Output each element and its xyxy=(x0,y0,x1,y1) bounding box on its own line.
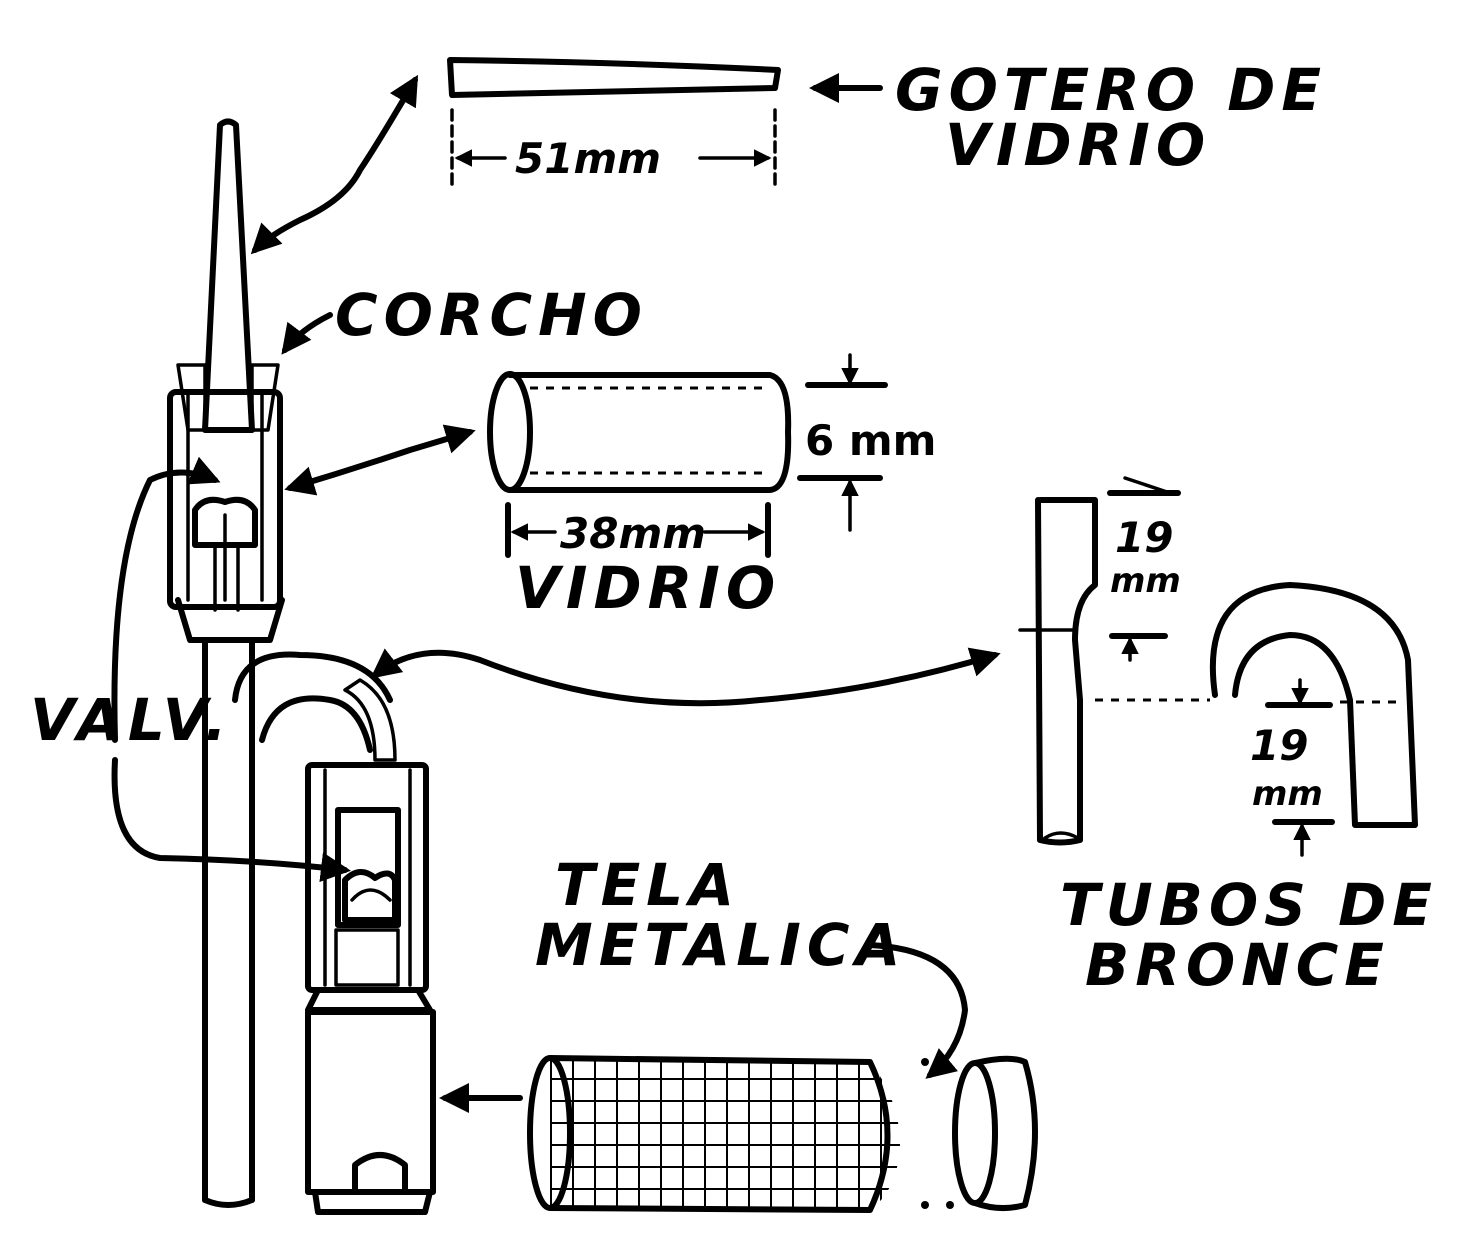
cork-part xyxy=(176,363,280,432)
dropper-link-arrow xyxy=(250,74,419,255)
glass-tube-diameter-label: 6 mm xyxy=(805,416,936,465)
dropper-length-label: 51mm xyxy=(515,134,661,183)
brass-upper-dimension: 19 mm xyxy=(1095,476,1210,702)
glass-tube-diameter-dimension: 6 mm xyxy=(797,353,936,532)
wire-mesh-cylinder xyxy=(527,1055,900,1213)
glass-tube-length-label: 38mm xyxy=(560,509,706,558)
dropper-title-line2: VIDRIO xyxy=(945,111,1211,179)
glass-tube-link-arrow xyxy=(284,424,476,496)
brass-tubes-detail xyxy=(1018,497,1418,846)
cork-arrow xyxy=(281,312,333,355)
brass-tube-link-arrow xyxy=(370,647,1001,707)
glass-tube-length-dimension: 38mm xyxy=(505,502,771,558)
dropper-title-line1: GOTERO DE xyxy=(895,56,1327,124)
mesh-title-line2: METALICA xyxy=(535,911,906,979)
brass-tubes-title-line1: TUBOS DE xyxy=(1060,871,1438,939)
valve-arrow-lower xyxy=(111,757,351,883)
assembled-mesh-filter xyxy=(305,1009,436,1215)
u-bend-tube xyxy=(232,651,397,762)
dropper-length-dimension: 51mm xyxy=(450,108,777,190)
lower-valve-housing xyxy=(305,762,433,1013)
glass-tube-name-label: VIDRIO xyxy=(515,554,781,622)
valve-label: VALV. xyxy=(30,686,233,754)
brass-upper-dim-value: 19 xyxy=(1115,513,1173,562)
glass-dropper-detail xyxy=(447,57,781,98)
brass-tubes-title-line2: BRONCE xyxy=(1085,931,1390,999)
brass-lower-dim-unit: mm xyxy=(1252,774,1323,814)
cork-label: CORCHO xyxy=(335,281,648,349)
glass-tube-detail xyxy=(487,371,792,493)
brass-upper-dim-unit: mm xyxy=(1110,561,1181,601)
brass-lower-dim-value: 19 xyxy=(1250,721,1308,770)
main-assembly xyxy=(167,118,285,1208)
valve-arrow-upper xyxy=(111,456,221,743)
brass-lower-dimension: 19 mm xyxy=(1250,678,1400,857)
mesh-title-line1: TELA xyxy=(555,851,740,919)
assembled-dropper xyxy=(202,118,255,433)
mesh-arrow xyxy=(867,942,968,1079)
mesh-end-cap xyxy=(921,1055,1038,1211)
